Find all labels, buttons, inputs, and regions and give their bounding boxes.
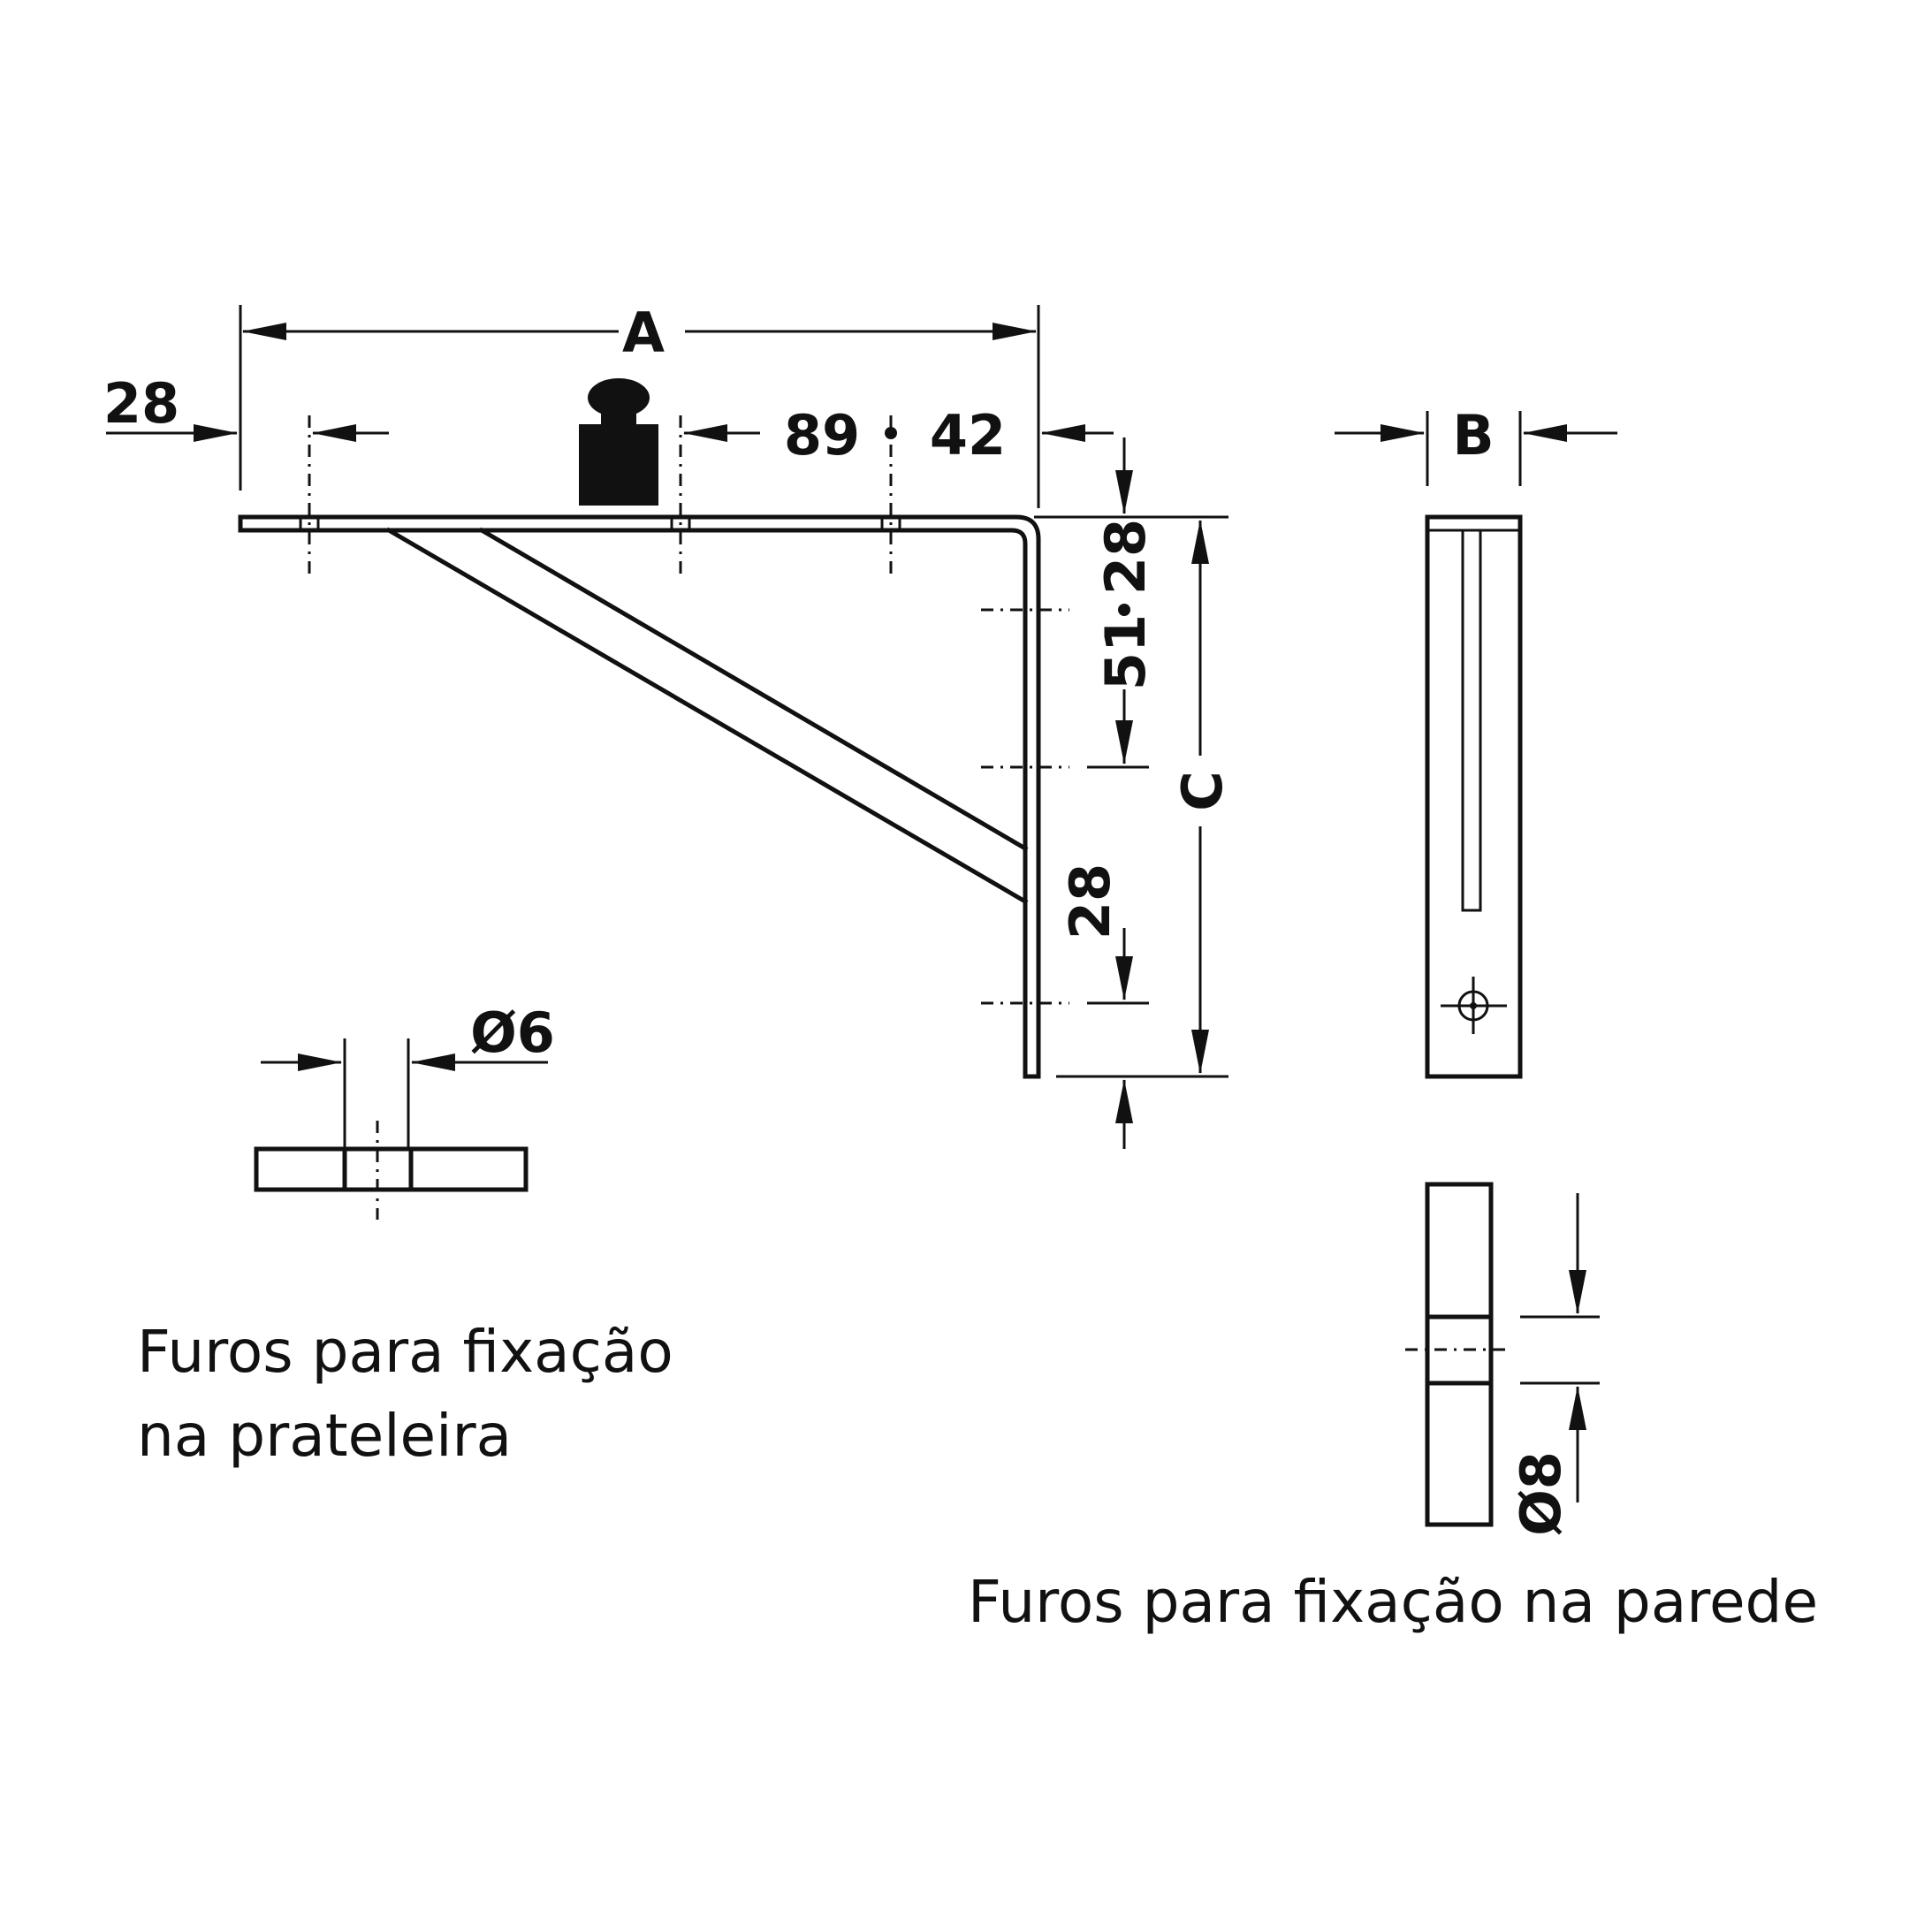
- dimension-a: A: [239, 300, 1040, 508]
- dimension-vertical-holes: 28 51 28: [1034, 437, 1228, 1149]
- bracket-front-view: [1425, 514, 1523, 1079]
- dimension-c: C: [1170, 520, 1235, 1074]
- dimension-28-left-label: 28: [103, 371, 179, 436]
- hole-mark: [880, 516, 901, 531]
- dimension-42-label: 42: [930, 403, 1006, 468]
- wall-hole-section: Ø8: [1405, 1182, 1600, 1536]
- caption-wall: Furos para fixação na parede: [968, 1568, 1818, 1636]
- load-weight-icon: [579, 378, 658, 506]
- hole-mark: [670, 516, 691, 531]
- bracket-front-plate: [1425, 514, 1523, 1079]
- caption-shelf-line2: na prateleira: [137, 1402, 512, 1470]
- dimension-28-top-label: 28: [1093, 519, 1158, 595]
- hole-mark: [299, 516, 320, 531]
- dimension-b: B: [1335, 403, 1617, 486]
- dimension-b-label: B: [1452, 403, 1494, 468]
- hole-diameter-6-label: Ø6: [470, 1000, 555, 1065]
- dimension-a-label: A: [622, 300, 665, 365]
- dimension-28-left: 28: [103, 371, 389, 442]
- dimension-51-label: 51: [1093, 614, 1158, 690]
- bracket-side-view: [238, 378, 1069, 1079]
- shelf-hole-section: Ø6: [254, 1000, 555, 1220]
- dimension-28-bottom-label: 28: [1058, 863, 1122, 939]
- wall-slot: [1461, 529, 1482, 912]
- dimension-89-label: 89: [784, 403, 860, 468]
- bracket-diagonal-brace: [385, 527, 1029, 905]
- dimension-89-42: 89 42: [683, 403, 1114, 468]
- hole-diameter-8-label: Ø8: [1509, 1451, 1573, 1536]
- bracket-horizontal-arm: [238, 514, 1041, 1079]
- dimension-c-label: C: [1170, 771, 1235, 811]
- caption-shelf-line1: Furos para fixação: [137, 1318, 673, 1386]
